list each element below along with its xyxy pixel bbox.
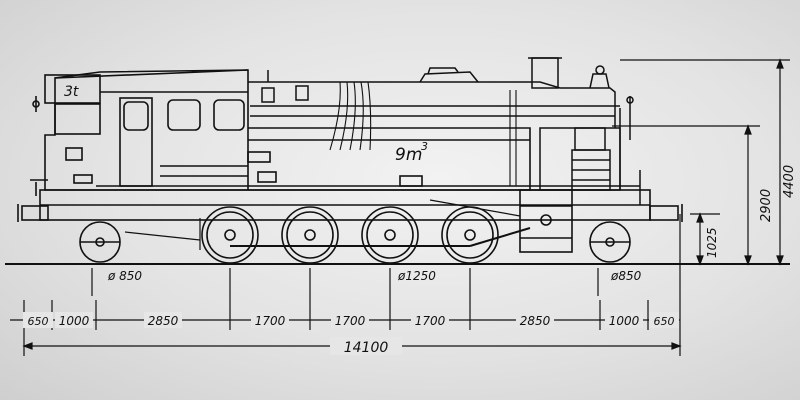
tank-capacity-base: 9m: [395, 145, 422, 165]
horizontal-dim-label-bg: [23, 312, 53, 328]
coupled-wheel-3: [361, 206, 419, 264]
cab-window-1: [123, 101, 149, 131]
horizontal-dim-labels: 650 1000 2850 1700 1700 1700 2850 1000 650: [23, 312, 679, 328]
horizontal-dim-label-bg: [251, 312, 289, 328]
horizontal-dim-label-bg: [516, 312, 554, 328]
trailing-wheel: [79, 221, 121, 263]
frame: [39, 185, 651, 221]
coupled-wheel-4: [441, 206, 499, 264]
horizontal-dim-label: 1700: [255, 314, 286, 328]
horizontal-dim-label: 1700: [415, 314, 446, 328]
front-buffer: [649, 204, 683, 222]
valve-gear: [124, 199, 531, 250]
cab-window-3: [213, 99, 245, 131]
rear-buffer: [17, 204, 49, 222]
smokebox: [539, 96, 641, 205]
overall-length-bg: [330, 337, 402, 355]
tank-capacity-label: 9m 3: [395, 140, 428, 165]
horizontal-dim-label-bg: [144, 312, 182, 328]
leading-diameter-label: ø 850: [107, 269, 142, 283]
horizontal-dim-label: 2850: [148, 314, 179, 328]
horizontal-dim-label: 650: [654, 315, 675, 328]
coupled-wheel-1: [201, 206, 259, 264]
horizontal-dim-label-bg: [649, 312, 679, 328]
cab-capacity-label: 3t: [64, 84, 79, 100]
cylinder: [519, 189, 573, 253]
overall-length-label: 14100: [344, 340, 389, 356]
coupled-diameter-label: ø1250: [397, 269, 436, 283]
horizontal-dim-label-bg: [605, 312, 643, 328]
tank-capacity-exponent: 3: [421, 140, 428, 153]
dim-total-height: [620, 58, 790, 266]
horizontal-dim-label: 650: [28, 315, 49, 328]
axle-height-label: 1025: [705, 227, 719, 258]
horizontal-dim-label: 1000: [609, 314, 640, 328]
horizontal-dim-label-bg: [55, 312, 93, 328]
axle-markers: [91, 268, 599, 300]
dim-boiler-height: [612, 124, 760, 266]
steam-pipes: [329, 81, 517, 186]
horizontal-dim-label: 2850: [520, 314, 551, 328]
dim-axle-height: [690, 212, 720, 266]
total-height-label: 4400: [782, 165, 797, 198]
horizontal-dim-label-bg: [411, 312, 449, 328]
coupled-wheel-2: [281, 206, 339, 264]
trailing-diameter-label: ø850: [610, 269, 642, 283]
horizontal-dim-label: 1000: [59, 314, 90, 328]
leading-wheel: [589, 221, 631, 263]
horizontal-dim-label: 1700: [335, 314, 366, 328]
dim-chain: [10, 214, 681, 356]
boiler: [248, 57, 620, 128]
cab: [30, 69, 249, 196]
cab-window-2: [167, 99, 201, 131]
horizontal-dim-label-bg: [331, 312, 369, 328]
side-tank: [160, 127, 531, 191]
boiler-height-label: 2900: [759, 189, 774, 222]
